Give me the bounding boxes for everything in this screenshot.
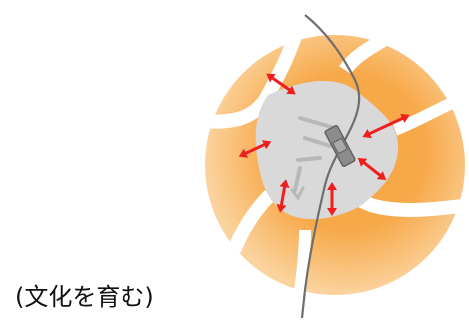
double-headed-arrow-icon: [327, 182, 337, 216]
gray-central-patch: [255, 80, 399, 220]
double-headed-arrow-icon: [238, 140, 272, 158]
double-headed-arrow-icon: [276, 179, 290, 213]
sensor-device-icon: [324, 125, 356, 167]
double-headed-arrow-icon: [266, 73, 296, 95]
road-line: [300, 14, 361, 319]
caption-text: (文化を育む): [15, 283, 154, 311]
double-headed-arrow-icon: [357, 157, 387, 181]
double-headed-arrow-icon: [362, 113, 410, 139]
double-headed-arrow-icon-group: [238, 73, 410, 216]
faint-arrows: [290, 116, 337, 201]
